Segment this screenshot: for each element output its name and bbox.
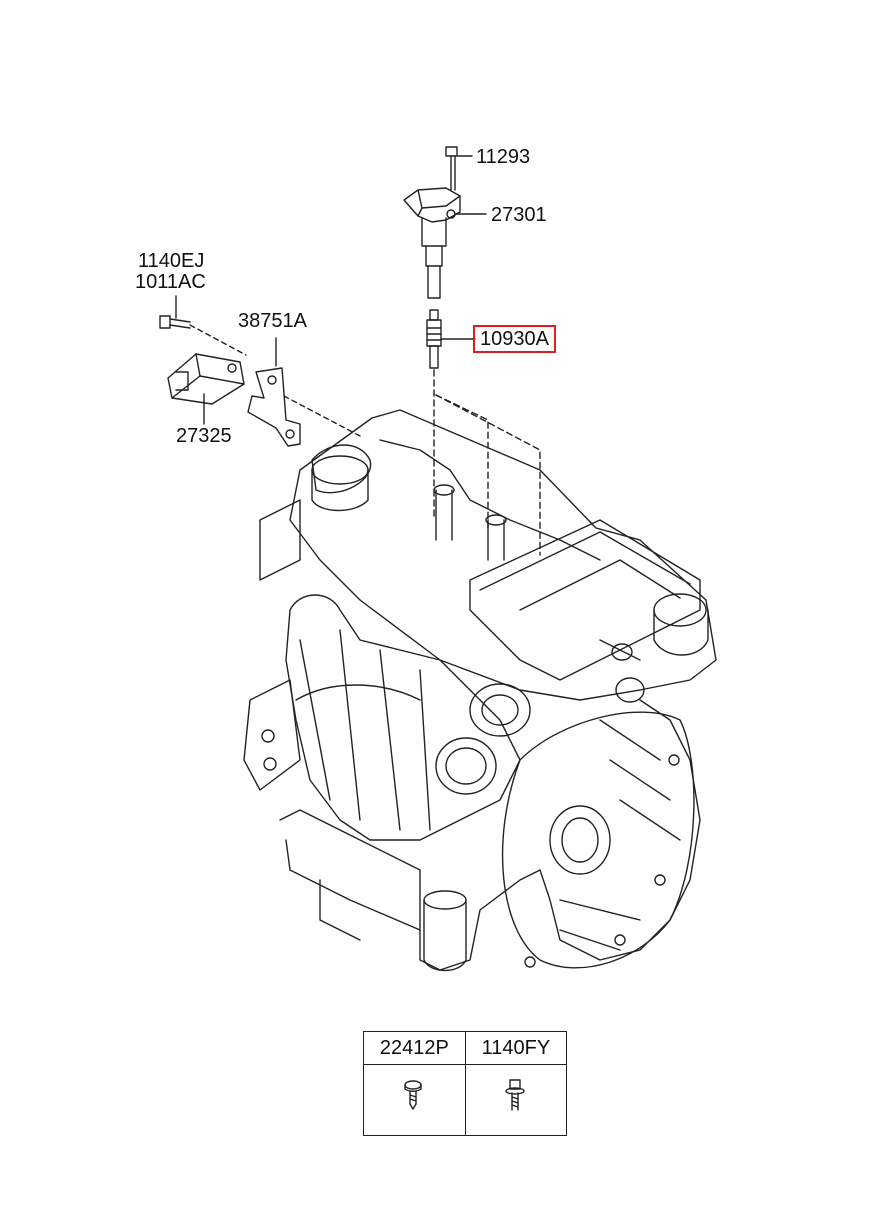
spark-plug-drawing [426,309,541,556]
part-label-1011ac[interactable]: 1011AC [135,271,206,293]
part-label-10930a-highlighted[interactable]: 10930A [473,325,556,353]
part-label-1140ej[interactable]: 1140EJ [138,250,205,272]
bracket-drawing [247,337,361,447]
part-label-11293[interactable]: 11293 [476,146,531,168]
sensor-drawing [167,353,245,425]
engine-block-drawing [243,409,717,972]
fastener-legend-table: 22412P 1140FY [363,1031,568,1136]
legend-cell-flange-bolt[interactable] [464,1064,568,1136]
bolt-left-drawing [159,295,247,356]
part-label-38751a[interactable]: 38751A [238,310,307,332]
legend-header-22412p[interactable]: 22412P [363,1031,466,1065]
part-label-27301[interactable]: 27301 [491,204,547,226]
legend-header-1140fy[interactable]: 1140FY [464,1031,568,1065]
bolt-11293-drawing [445,146,473,191]
part-label-27325[interactable]: 27325 [176,425,232,447]
legend-cell-screw[interactable] [363,1064,466,1136]
ignition-coil-drawing [403,187,487,299]
